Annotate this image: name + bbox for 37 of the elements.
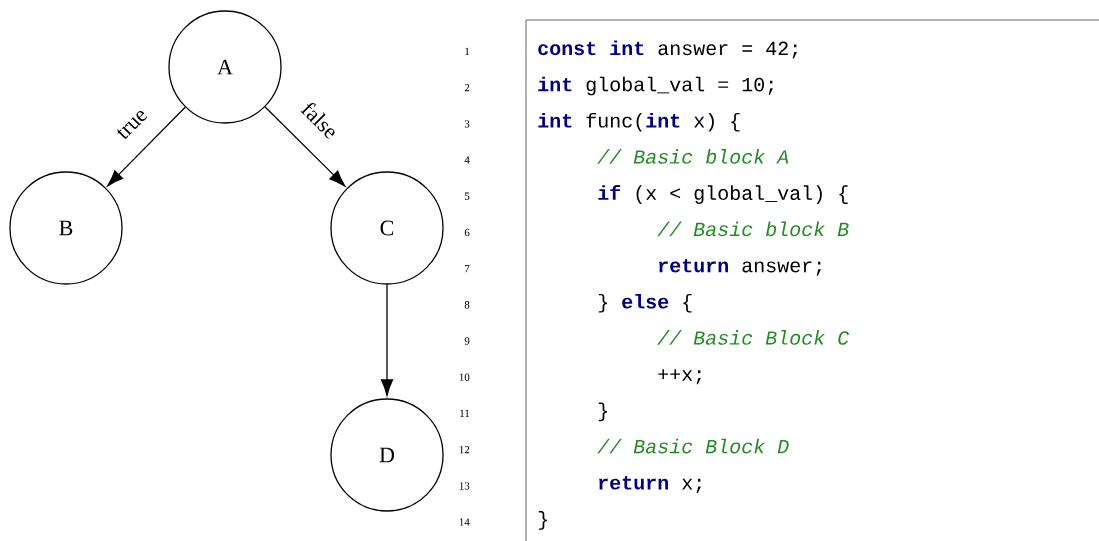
code-line: // Basic Block C <box>657 330 850 345</box>
circle-node: B <box>9 171 123 285</box>
code-line: } <box>598 402 607 422</box>
line-number: 5 <box>464 192 470 200</box>
edge-label: false <box>300 102 335 139</box>
code-line: int global_val = 10; <box>538 76 773 96</box>
line-number: 12 <box>459 445 470 454</box>
line-number: 6 <box>464 228 470 237</box>
code-line: ++x; <box>658 369 701 385</box>
code-line: // Basic block B <box>657 221 849 237</box>
line-number: 2 <box>464 83 470 92</box>
code-line: } <box>538 511 547 530</box>
line-number: 4 <box>464 156 470 164</box>
line-number: 11 <box>460 409 470 417</box>
code-line: // Basic Block D <box>597 438 789 454</box>
code-line: // Basic block A <box>597 149 789 164</box>
line-number: 9 <box>464 337 470 345</box>
circle-node: D <box>330 398 444 512</box>
arrow <box>107 106 186 187</box>
line-number: 3 <box>464 120 470 128</box>
code-line: return answer; <box>659 258 821 276</box>
line-number: 7 <box>465 265 470 273</box>
code-line: } else { <box>598 293 692 313</box>
code-line: const int answer = 42; <box>538 40 797 59</box>
line-number: 10 <box>459 373 470 381</box>
circle-node: C <box>330 171 444 285</box>
arrow <box>380 284 394 397</box>
line-number: 8 <box>464 301 470 309</box>
code-line: int func(int x) { <box>538 112 740 132</box>
line-number: 1 <box>465 47 470 55</box>
circle-node: A <box>168 10 282 124</box>
line-number: 14 <box>459 518 470 526</box>
code-line: return x; <box>599 476 701 493</box>
arrow <box>264 106 346 187</box>
line-number: 13 <box>459 482 470 490</box>
code-line: if (x < global_val) { <box>598 185 848 204</box>
edge-label: true <box>117 110 148 139</box>
